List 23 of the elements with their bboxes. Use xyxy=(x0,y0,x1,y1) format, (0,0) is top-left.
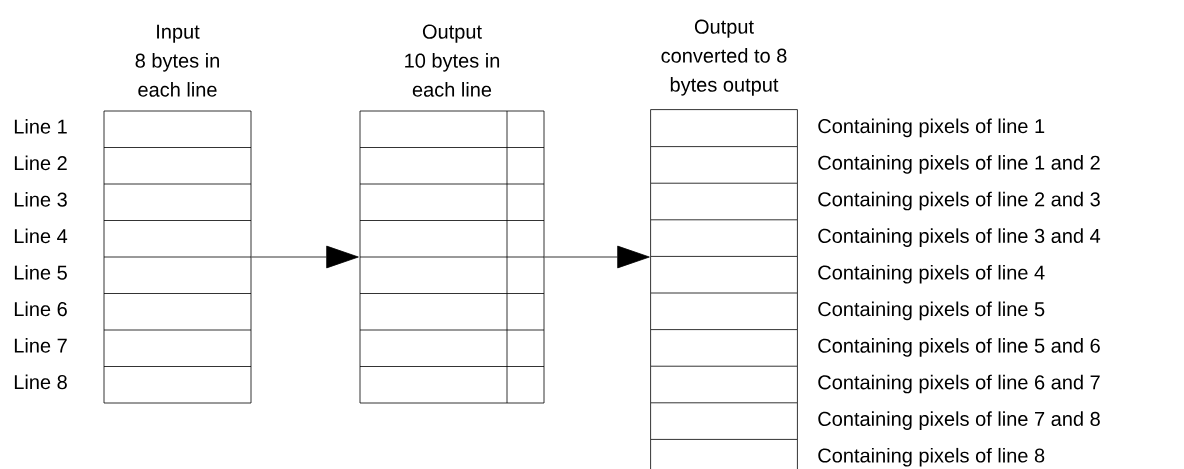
row-label: Containing pixels of line 6 and 7 xyxy=(818,374,1100,394)
row-label: Line 1 xyxy=(14,119,67,134)
row-label: Line 2 xyxy=(14,155,67,171)
arrow xyxy=(544,245,650,269)
row-label: Line 8 xyxy=(14,374,67,390)
row-label: Containing pixels of line 2 and 3 xyxy=(818,191,1100,211)
arrow xyxy=(251,245,359,269)
row-label: Containing pixels of line 5 and 6 xyxy=(818,338,1100,357)
row-label: Containing pixels of line 1 xyxy=(818,118,1045,138)
row-label: Line 7 xyxy=(14,338,67,353)
row-label: Containing pixels of line 8 xyxy=(818,447,1045,467)
row-label: Line 5 xyxy=(14,265,67,280)
row-label: Containing pixels of line 4 xyxy=(818,264,1045,284)
row-label: Line 6 xyxy=(14,301,67,317)
table-heading: Output 10 bytes in each line xyxy=(405,24,500,97)
row-label: Containing pixels of line 1 and 2 xyxy=(818,155,1100,174)
row-label: Containing pixels of line 5 xyxy=(818,301,1045,321)
row-label: Line 3 xyxy=(14,192,67,207)
table-heading: Output converted to 8 bytes output xyxy=(661,19,787,96)
row-label: Containing pixels of line 7 and 8 xyxy=(818,411,1100,430)
table-heading: Input 8 bytes in each line xyxy=(135,24,219,97)
row-label: Line 4 xyxy=(14,228,68,244)
row-label: Containing pixels of line 3 and 4 xyxy=(818,228,1101,247)
